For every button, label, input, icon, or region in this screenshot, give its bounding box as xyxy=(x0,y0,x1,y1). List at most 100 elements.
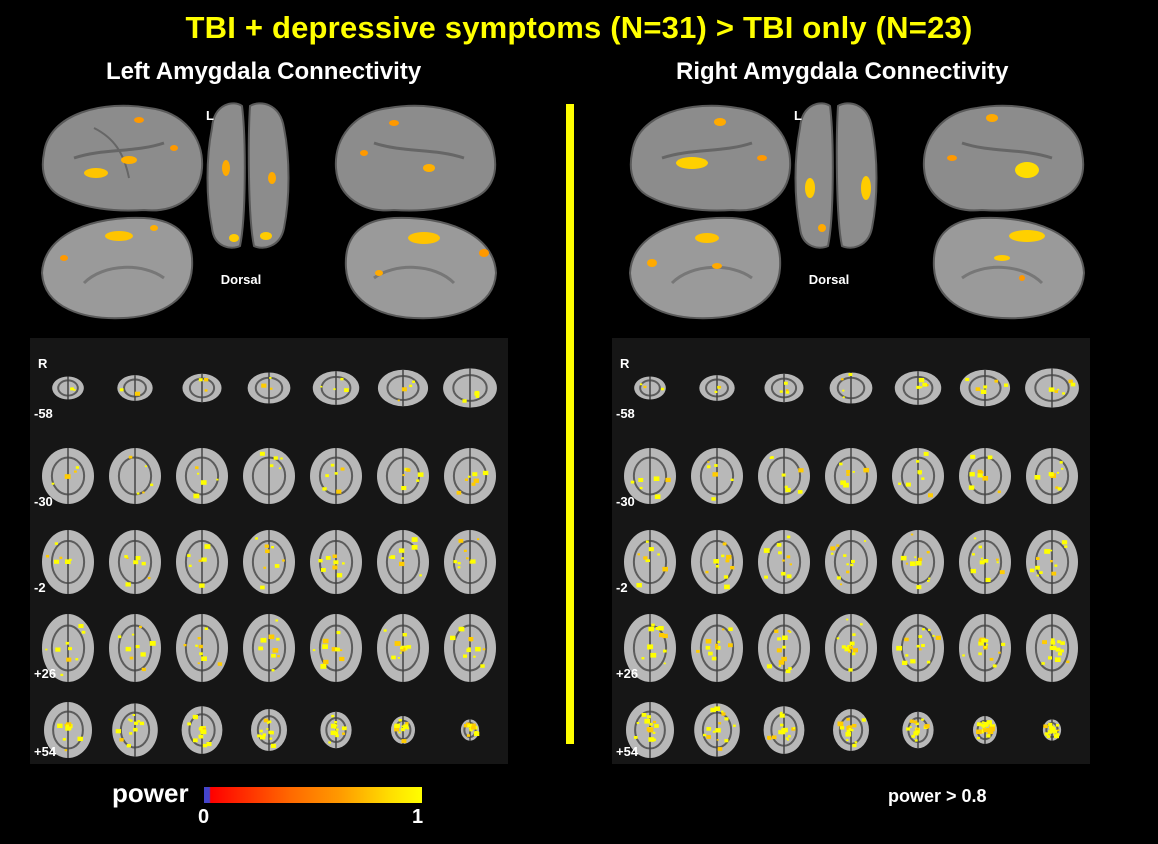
axial-slice xyxy=(310,530,362,594)
axial-slice xyxy=(109,448,161,504)
right-brain-surface-renders: L Dorsal xyxy=(628,102,1086,320)
axial-slice xyxy=(42,614,94,682)
axial-slice xyxy=(833,709,869,751)
axial-slice xyxy=(892,530,944,594)
left-dorsal-label: Dorsal xyxy=(221,272,261,287)
axial-slice xyxy=(444,530,496,594)
axial-slice xyxy=(691,448,743,504)
axial-slice xyxy=(694,703,740,757)
axial-slice xyxy=(310,448,362,504)
axial-slice xyxy=(626,702,674,758)
left-row-label-3: -2 xyxy=(34,580,46,595)
axial-slice xyxy=(634,376,666,400)
right-dorsal-label: Dorsal xyxy=(809,272,849,287)
left-row-label-4: +26 xyxy=(34,666,56,681)
axial-slice xyxy=(42,530,94,594)
threshold-note: power > 0.8 xyxy=(888,786,987,806)
left-medial-view-right-panel xyxy=(628,216,782,320)
axial-slice xyxy=(443,368,497,408)
panel-divider xyxy=(566,104,574,744)
axial-slice xyxy=(444,614,496,682)
axial-slice xyxy=(181,706,223,754)
axial-slice xyxy=(243,530,295,594)
left-lateral-view xyxy=(41,104,204,212)
axial-slice xyxy=(624,530,676,594)
left-row-label-1: -58 xyxy=(34,406,53,421)
power-legend-label: power xyxy=(112,778,189,808)
left-row-label-5: +54 xyxy=(34,744,57,759)
axial-slice xyxy=(176,530,228,594)
axial-slice xyxy=(902,711,934,749)
axial-slice xyxy=(763,706,805,754)
right-row-label-2: -30 xyxy=(616,494,635,509)
axial-slice xyxy=(624,448,676,504)
power-max-label: 1 xyxy=(412,806,424,828)
axial-slice xyxy=(42,448,94,504)
axial-slice xyxy=(829,372,873,404)
axial-slice xyxy=(691,614,743,682)
right-lateral-view-left-panel xyxy=(334,104,497,212)
axial-slice xyxy=(959,530,1011,594)
right-axial-slice-mosaic: R -58 -30 -2 +26 +54 xyxy=(612,338,1090,764)
axial-slice xyxy=(44,702,92,758)
right-lateral-view xyxy=(922,104,1085,212)
right-medial-view xyxy=(932,216,1086,320)
axial-slice xyxy=(320,711,352,749)
power-min-label: 0 xyxy=(198,806,210,828)
axial-slice xyxy=(1042,719,1062,741)
right-row-label-1: -58 xyxy=(616,406,635,421)
axial-slice xyxy=(825,614,877,682)
axial-slice xyxy=(377,448,429,504)
right-row-label-3: -2 xyxy=(616,580,628,595)
axial-slice xyxy=(391,716,415,744)
axial-slice xyxy=(825,448,877,504)
axial-slice xyxy=(764,373,804,403)
axial-slice xyxy=(758,448,810,504)
axial-slice xyxy=(112,703,158,757)
axial-slice xyxy=(377,614,429,682)
axial-slice xyxy=(959,448,1011,504)
axial-slice xyxy=(176,448,228,504)
left-medial-view xyxy=(40,216,194,320)
axial-slice xyxy=(444,448,496,504)
left-lateral-view-right-panel xyxy=(629,104,792,212)
axial-slice xyxy=(176,614,228,682)
axial-slice xyxy=(312,371,360,405)
right-orientation-label: R xyxy=(620,356,630,371)
left-axial-slice-mosaic: R -58 -30 -2 +26 +54 xyxy=(30,338,508,764)
axial-slice xyxy=(460,719,480,741)
axial-slice xyxy=(243,448,295,504)
figure-title: TBI + depressive symptoms (N=31) > TBI o… xyxy=(185,10,973,45)
axial-slice xyxy=(691,530,743,594)
axial-slice xyxy=(758,614,810,682)
axial-slice xyxy=(1025,368,1079,408)
right-row-label-4: +26 xyxy=(616,666,638,681)
left-orientation-label: R xyxy=(38,356,48,371)
axial-slice xyxy=(959,369,1011,407)
right-dorsal-view: L Dorsal xyxy=(794,102,878,287)
axial-slice xyxy=(892,614,944,682)
left-dorsal-view: L Dorsal xyxy=(206,102,290,287)
axial-slice xyxy=(109,614,161,682)
left-hemisphere-label: L xyxy=(206,108,214,123)
axial-slice xyxy=(825,530,877,594)
right-panel-title: Right Amygdala Connectivity xyxy=(676,58,1009,85)
axial-slice xyxy=(117,375,153,401)
axial-slice xyxy=(377,530,429,594)
left-row-label-2: -30 xyxy=(34,494,53,509)
axial-slice xyxy=(1026,530,1078,594)
axial-slice xyxy=(973,716,997,744)
left-panel-title: Left Amygdala Connectivity xyxy=(106,58,422,85)
axial-slice xyxy=(247,372,291,404)
axial-slice xyxy=(624,614,676,682)
axial-slice xyxy=(892,448,944,504)
power-colorbar xyxy=(204,787,422,803)
right-medial-view-left-panel xyxy=(344,216,498,320)
axial-slice xyxy=(182,373,222,403)
left-brain-surface-renders: L Dorsal xyxy=(40,102,498,320)
axial-slice xyxy=(758,530,810,594)
axial-slice xyxy=(699,375,735,401)
right-panel-hemisphere-label: L xyxy=(794,108,802,123)
axial-slice xyxy=(109,530,161,594)
axial-slice xyxy=(1026,448,1078,504)
